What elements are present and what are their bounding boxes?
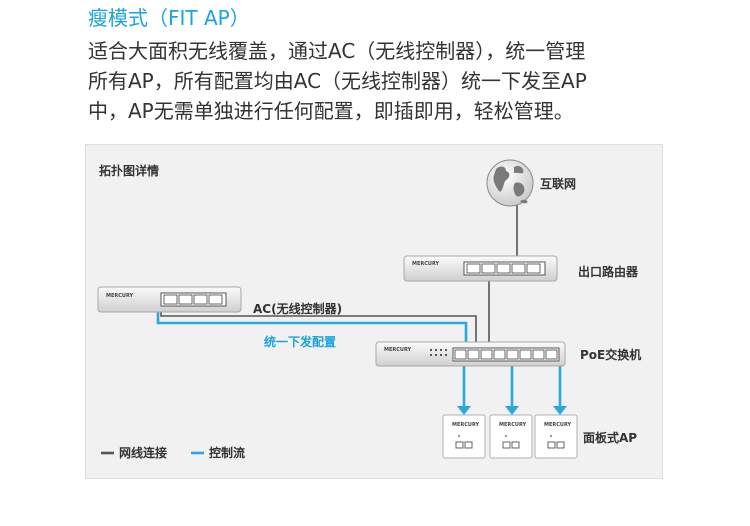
poe-switch-label: PoE交换机	[580, 347, 641, 362]
description-line: 适合大面积无线覆盖，通过AC（无线控制器），统一管理	[88, 39, 586, 63]
globe-icon	[486, 159, 534, 207]
internet-label: 互联网	[540, 177, 576, 191]
ac-brand: MERCURY	[106, 293, 134, 299]
description-line: 所有AP，所有配置均由AC（无线控制器）统一下发至AP	[88, 69, 587, 93]
poe-switch-device: MERCURY	[375, 341, 566, 367]
control-flow-lines	[156, 311, 562, 409]
svg-text:MERCURY: MERCURY	[499, 422, 527, 428]
router-label: 出口路由器	[578, 264, 639, 279]
poe-brand: MERCURY	[384, 347, 412, 353]
panel-ap: MERCURY	[489, 414, 533, 459]
section-title: 瘦模式（FIT AP）	[88, 6, 250, 30]
svg-text:MERCURY: MERCURY	[452, 422, 480, 428]
router-device: MERCURY	[403, 255, 558, 282]
control-flow-arrowheads	[457, 406, 567, 415]
svg-text:MERCURY: MERCURY	[544, 422, 572, 428]
legend: 网线连接 控制流	[101, 445, 245, 460]
topology-diagram: 拓扑图详情 互联网 MERCURY	[85, 144, 663, 479]
description-line: 中，AP无需单独进行任何配置，即插即用，轻松管理。	[88, 99, 574, 123]
panel-ap: MERCURY	[442, 414, 486, 459]
panel-ap: MERCURY	[534, 414, 578, 459]
ac-controller-device: MERCURY	[97, 286, 242, 313]
panel-ap-label: 面板式AP	[583, 430, 637, 445]
config-flow-label: 统一下发配置	[264, 334, 336, 349]
topology-svg: 拓扑图详情 互联网 MERCURY	[97, 159, 641, 460]
ac-label: AC(无线控制器)	[253, 301, 342, 316]
legend-control-label: 控制流	[209, 445, 245, 460]
description: 适合大面积无线覆盖，通过AC（无线控制器），统一管理 所有AP，所有配置均由AC…	[88, 36, 678, 126]
router-brand: MERCURY	[412, 261, 440, 267]
diagram-title: 拓扑图详情	[99, 163, 159, 178]
legend-network-label: 网线连接	[119, 445, 167, 460]
